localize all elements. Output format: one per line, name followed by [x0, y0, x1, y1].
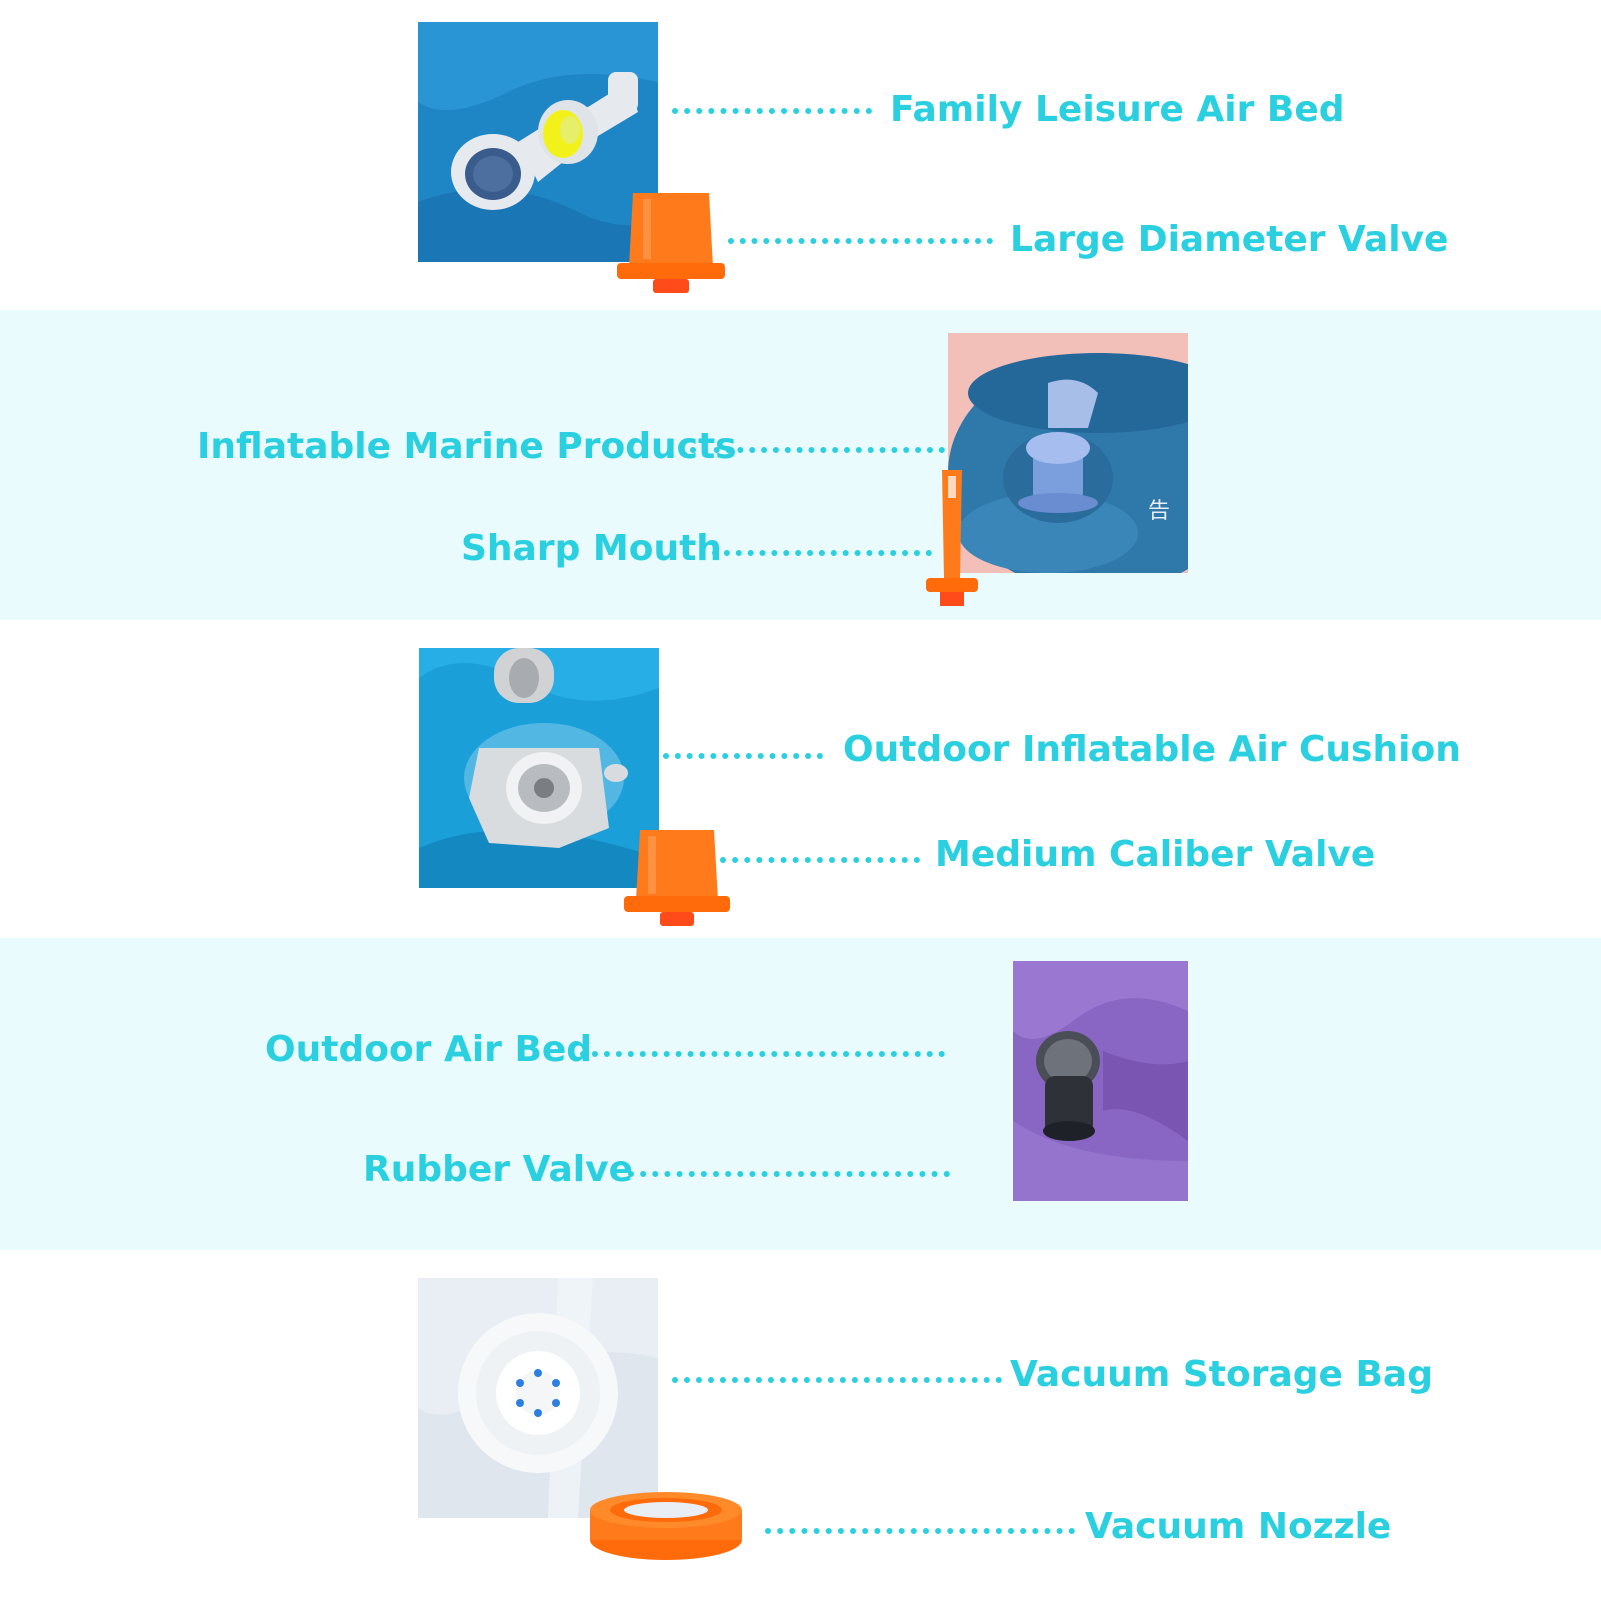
vacuum-nozzle-icon	[590, 1488, 742, 1564]
label-vacuum-storage-bag: Vacuum Storage Bag	[1010, 1354, 1433, 1395]
label-vacuum-nozzle: Vacuum Nozzle	[1085, 1506, 1392, 1547]
leader-dots	[628, 1171, 950, 1177]
leader-dots	[720, 857, 920, 863]
air-bed-valve-photo	[418, 22, 658, 262]
label-rubber-valve: Rubber Valve	[363, 1149, 633, 1190]
leader-dots	[765, 1528, 1075, 1534]
rubber-valve-photo	[1013, 961, 1188, 1201]
label-sharp-mouth: Sharp Mouth	[461, 528, 722, 569]
vacuum-bag-valve-photo	[418, 1278, 658, 1518]
label-inflatable-marine-products: Inflatable Marine Products	[197, 426, 737, 467]
medium-caliber-nozzle-icon	[622, 828, 732, 933]
label-family-leisure-air-bed: Family Leisure Air Bed	[890, 89, 1345, 130]
band-4	[0, 938, 1601, 1250]
leader-dots	[728, 238, 993, 244]
band-3	[0, 620, 1601, 938]
label-outdoor-inflatable-air-cushion: Outdoor Inflatable Air Cushion	[843, 729, 1461, 770]
band-2	[0, 310, 1601, 620]
sharp-mouth-nozzle-icon	[922, 468, 982, 613]
label-outdoor-air-bed: Outdoor Air Bed	[265, 1029, 593, 1070]
marine-valve-photo: 告	[948, 333, 1188, 573]
band-5	[0, 1250, 1601, 1601]
label-medium-caliber-valve: Medium Caliber Valve	[935, 834, 1376, 875]
leader-dots	[663, 753, 823, 759]
leader-dots	[690, 447, 945, 453]
large-diameter-nozzle-icon	[615, 185, 727, 300]
leader-dots	[672, 108, 872, 114]
leader-dots	[712, 550, 932, 556]
label-large-diameter-valve: Large Diameter Valve	[1010, 219, 1449, 260]
band-1	[0, 0, 1601, 310]
leader-dots	[672, 1377, 1002, 1383]
air-cushion-valve-photo	[419, 648, 659, 888]
svg-text:告: 告	[1148, 499, 1170, 524]
leader-dots	[580, 1051, 945, 1057]
